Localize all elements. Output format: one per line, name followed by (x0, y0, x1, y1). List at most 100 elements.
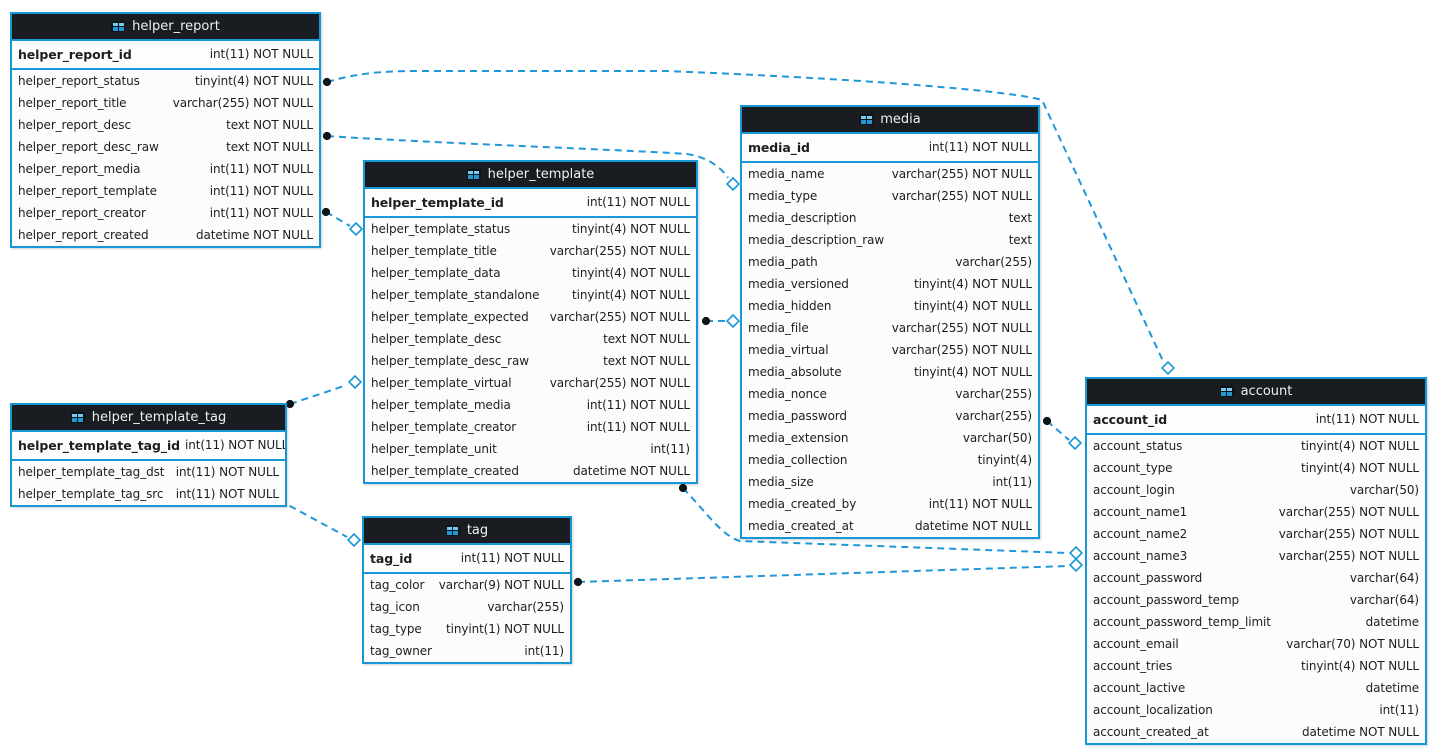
table-header[interactable]: helper_report (12, 14, 319, 41)
table-header[interactable]: helper_template_tag (12, 405, 285, 432)
relationship-line-helper_template_tag-helper_template[interactable] (289, 384, 348, 405)
column-type: int(11) NOT NULL (460, 551, 564, 565)
column-field: media_absolute (748, 365, 842, 379)
column-field: media_name (748, 167, 825, 181)
relationship-diamond (346, 532, 362, 548)
table-header[interactable]: account (1087, 379, 1425, 406)
column-type: text (1008, 211, 1032, 225)
column-field: helper_template_standalone (371, 288, 540, 302)
column-type: text NOT NULL (226, 118, 313, 132)
relationship-line-helper_template-account[interactable] (682, 487, 1069, 554)
relationship-line-tag-account[interactable] (577, 565, 1069, 583)
column-type: datetime NOT NULL (1302, 725, 1419, 739)
column-field: tag_type (370, 622, 422, 636)
relationship-diamond (1067, 435, 1083, 451)
column-row[interactable]: media_nonce varchar(255) (742, 383, 1038, 405)
relationship-line-helper_report-media[interactable] (326, 135, 729, 179)
table-header[interactable]: tag (364, 518, 570, 545)
relationship-line-helper_report-helper_template[interactable] (325, 211, 351, 227)
column-type: varchar(255) (955, 387, 1032, 401)
column-field: media_nonce (748, 387, 827, 401)
column-field: media_versioned (748, 277, 849, 291)
relationship-line-media-account[interactable] (1046, 420, 1070, 441)
column-type: varchar(255) (487, 600, 564, 614)
column-type: int(11) (524, 644, 564, 658)
relationship-line-helper_report-account[interactable] (326, 70, 1164, 362)
table-header[interactable]: media (742, 107, 1038, 134)
column-type: tinyint(4) NOT NULL (571, 266, 690, 280)
table-header[interactable]: helper_template (365, 162, 696, 189)
relationship-dot (573, 577, 583, 587)
relationship-line-helper_template_tag-tag[interactable] (278, 499, 348, 538)
